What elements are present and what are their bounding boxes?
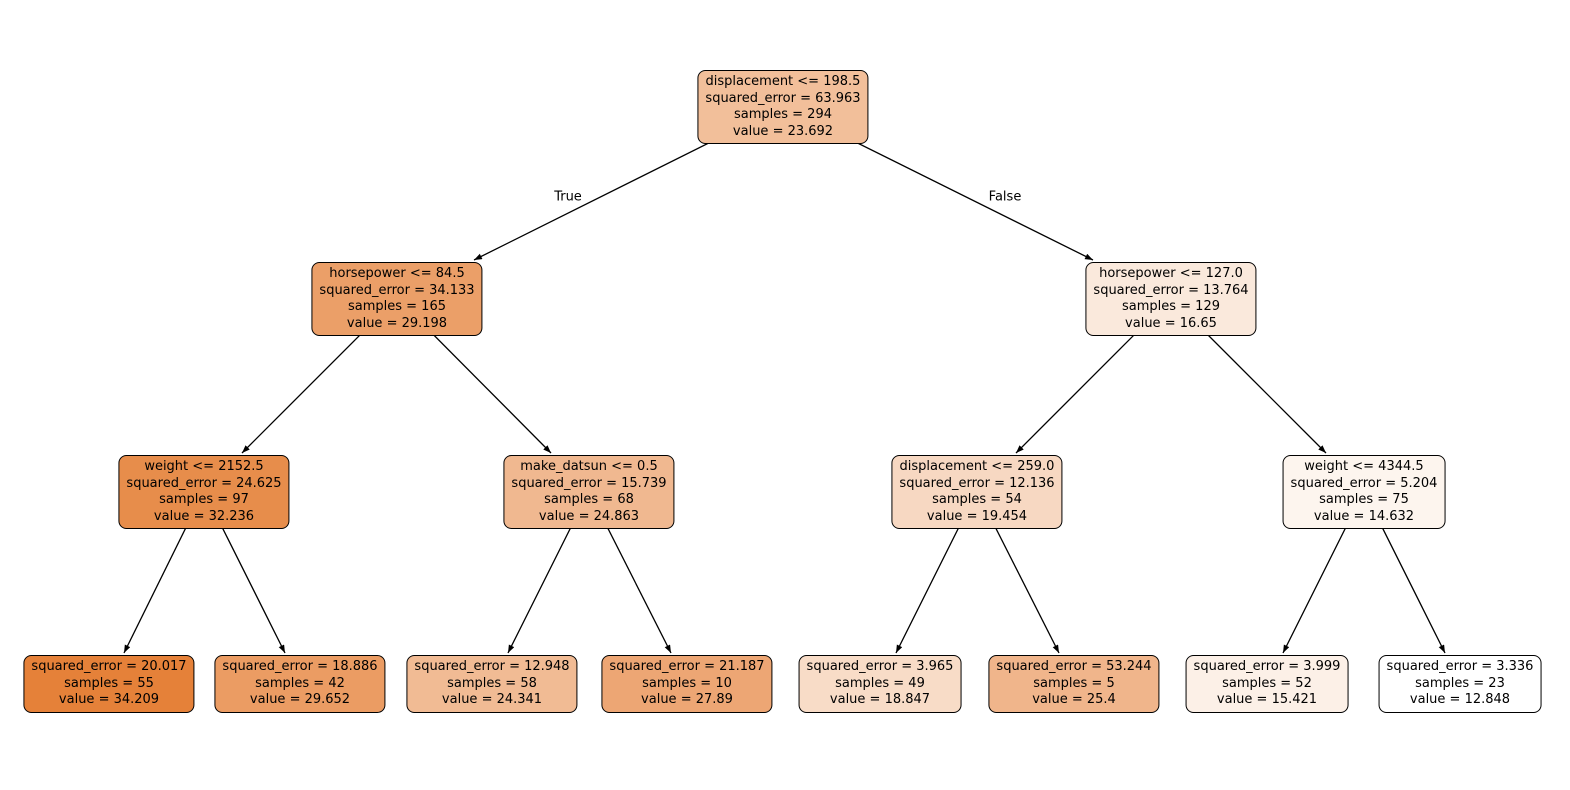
node-value: value = 14.632 <box>1313 508 1415 524</box>
node-value: value = 24.863 <box>538 508 640 524</box>
node-condition: weight <= 4344.5 <box>1304 459 1424 474</box>
node-samples: samples = 52 <box>1222 675 1312 691</box>
node-samples: samples = 294 <box>733 107 832 122</box>
edge-label-true: True <box>554 189 582 205</box>
node-squared-error: squared_error = 18.886 <box>222 659 378 674</box>
node-samples: samples = 75 <box>1319 492 1409 507</box>
node-squared-error: squared_error = 12.136 <box>899 475 1055 491</box>
node-squared-error: squared_error = 15.739 <box>511 475 667 491</box>
node-samples: samples = 129 <box>1121 299 1220 314</box>
tree-leaf-1: squared_error = 20.017 samples = 55 valu… <box>23 655 195 713</box>
node-squared-error: squared_error = 53.244 <box>996 659 1152 674</box>
tree-node-l2-right: horsepower <= 127.0 squared_error = 13.7… <box>1085 262 1257 336</box>
node-condition: displacement <= 259.0 <box>899 459 1055 474</box>
tree-leaf-3: squared_error = 12.948 samples = 58 valu… <box>406 655 578 713</box>
node-value: value = 24.341 <box>441 692 543 707</box>
node-value: value = 32.236 <box>153 508 255 524</box>
tree-leaf-4: squared_error = 21.187 samples = 10 valu… <box>601 655 773 713</box>
node-condition: displacement <= 198.5 <box>705 74 861 89</box>
node-value: value = 27.89 <box>641 692 733 707</box>
node-value: value = 29.652 <box>249 692 351 707</box>
tree-leaf-2: squared_error = 18.886 samples = 42 valu… <box>214 655 386 713</box>
node-samples: samples = 55 <box>64 675 154 691</box>
node-samples: samples = 68 <box>544 492 634 507</box>
node-samples: samples = 42 <box>255 675 345 691</box>
node-squared-error: squared_error = 63.963 <box>705 90 861 106</box>
tree-node-l3-3: displacement <= 259.0 squared_error = 12… <box>891 455 1063 529</box>
node-value: value = 18.847 <box>829 692 931 707</box>
node-samples: samples = 97 <box>159 492 249 507</box>
node-squared-error: squared_error = 24.625 <box>126 475 282 491</box>
node-condition: horsepower <= 84.5 <box>329 266 465 281</box>
node-squared-error: squared_error = 12.948 <box>414 659 570 674</box>
node-samples: samples = 165 <box>347 299 446 314</box>
node-squared-error: squared_error = 3.999 <box>1193 659 1341 674</box>
node-value: value = 29.198 <box>346 315 448 331</box>
node-samples: samples = 10 <box>642 675 732 691</box>
node-value: value = 16.65 <box>1125 315 1217 331</box>
node-squared-error: squared_error = 20.017 <box>31 659 187 674</box>
tree-leaf-8: squared_error = 3.336 samples = 23 value… <box>1378 655 1542 713</box>
node-value: value = 34.209 <box>58 692 160 707</box>
tree-leaf-5: squared_error = 3.965 samples = 49 value… <box>798 655 962 713</box>
tree-node-root: displacement <= 198.5 squared_error = 63… <box>697 70 869 144</box>
node-squared-error: squared_error = 13.764 <box>1093 282 1249 298</box>
node-samples: samples = 54 <box>932 492 1022 507</box>
tree-node-l3-1: weight <= 2152.5 squared_error = 24.625 … <box>118 455 290 529</box>
node-squared-error: squared_error = 5.204 <box>1290 475 1438 491</box>
node-value: value = 25.4 <box>1032 692 1116 707</box>
edge-label-false: False <box>988 189 1022 205</box>
tree-node-l3-4: weight <= 4344.5 squared_error = 5.204 s… <box>1282 455 1446 529</box>
node-condition: make_datsun <= 0.5 <box>520 459 658 474</box>
node-squared-error: squared_error = 21.187 <box>609 659 765 674</box>
tree-node-l2-left: horsepower <= 84.5 squared_error = 34.13… <box>311 262 483 336</box>
node-value: value = 23.692 <box>732 123 834 139</box>
node-samples: samples = 58 <box>447 675 537 691</box>
tree-leaf-6: squared_error = 53.244 samples = 5 value… <box>988 655 1160 713</box>
node-value: value = 19.454 <box>926 508 1028 524</box>
node-squared-error: squared_error = 3.336 <box>1386 659 1534 674</box>
node-squared-error: squared_error = 3.965 <box>806 659 954 674</box>
node-value: value = 15.421 <box>1216 692 1318 707</box>
node-condition: weight <= 2152.5 <box>144 459 264 474</box>
node-samples: samples = 23 <box>1415 675 1505 691</box>
node-squared-error: squared_error = 34.133 <box>319 282 475 298</box>
node-value: value = 12.848 <box>1409 692 1511 707</box>
tree-node-l3-2: make_datsun <= 0.5 squared_error = 15.73… <box>503 455 675 529</box>
node-samples: samples = 49 <box>835 675 925 691</box>
node-condition: horsepower <= 127.0 <box>1099 266 1243 281</box>
tree-leaf-7: squared_error = 3.999 samples = 52 value… <box>1185 655 1349 713</box>
node-samples: samples = 5 <box>1033 675 1115 691</box>
